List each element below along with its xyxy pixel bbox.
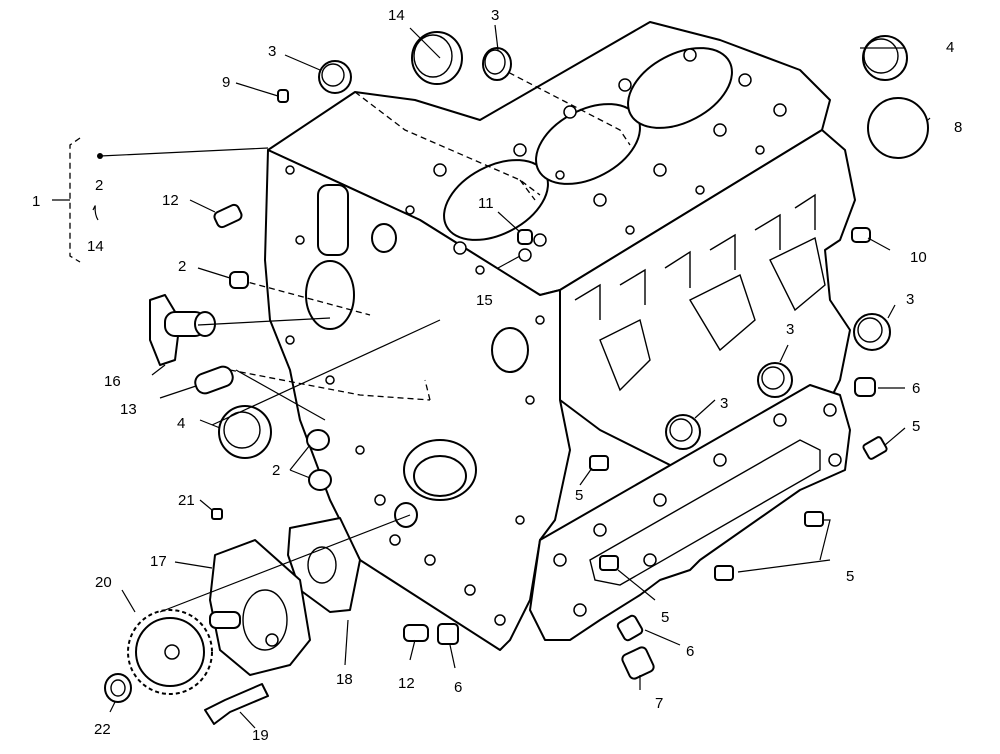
nozzle-16: [149, 294, 216, 366]
label-5-center: 5: [575, 487, 583, 504]
plug-2-upper: [229, 271, 249, 289]
label-10: 10: [910, 249, 927, 266]
label-6-lower: 6: [686, 643, 694, 660]
label-1: 1: [32, 193, 40, 210]
plug-3-top-left: [318, 60, 352, 94]
label-3-top-center: 3: [491, 7, 499, 24]
label-9: 9: [222, 74, 230, 91]
leader-lines: [52, 24, 931, 729]
label-22: 22: [94, 721, 111, 738]
label-15: 15: [476, 292, 493, 309]
part-labels: 1 2 14 14 3 3 4 8 9 12 11 15 2 10 3 3 3 …: [32, 7, 962, 744]
label-3-top-left: 3: [268, 43, 276, 60]
label-16: 16: [104, 373, 121, 390]
label-3-right-c: 3: [720, 395, 728, 412]
label-5-right: 5: [912, 418, 920, 435]
bolt-19: [204, 683, 269, 725]
label-2-lower: 2: [272, 462, 280, 479]
label-13: 13: [120, 401, 137, 418]
nut-22: [104, 673, 132, 703]
label-11: 11: [478, 195, 494, 212]
cylinder-block: [264, 21, 856, 651]
oil-pump-17: [209, 539, 311, 676]
pin-11: [517, 229, 533, 262]
plugs-3-right: [665, 313, 891, 450]
label-5-lower: 5: [661, 609, 669, 626]
pin-13: [194, 365, 234, 395]
label-18: 18: [336, 671, 353, 688]
label-2-group: 2: [95, 177, 103, 194]
plug-7: [621, 646, 655, 680]
label-4-top-right: 4: [946, 39, 954, 56]
gear-20: [127, 609, 213, 695]
label-14-group: 14: [87, 238, 104, 255]
pin-9: [277, 89, 289, 103]
label-19: 19: [252, 727, 269, 744]
label-17: 17: [150, 553, 167, 570]
label-12-lower: 12: [398, 675, 415, 692]
seal-4-front: [218, 405, 272, 459]
label-5-lower-right: 5: [846, 568, 854, 585]
label-12-upper: 12: [162, 192, 179, 209]
dowel-12-lower: [403, 624, 429, 642]
label-4-front: 4: [177, 415, 185, 432]
plug-14-top: [411, 31, 463, 85]
label-3-right-b: 3: [786, 321, 794, 338]
assembly-lines: [229, 67, 631, 401]
seal-ring: [394, 502, 418, 528]
plug-4-top-right: [862, 35, 908, 81]
deck-holes: [405, 48, 787, 275]
label-3-right-a: 3: [906, 291, 914, 308]
plug-3-top-center: [482, 47, 512, 81]
label-20: 20: [95, 574, 112, 591]
label-14-top: 14: [388, 7, 405, 24]
plugs-2-lower: [306, 429, 332, 491]
dowel-12-upper: [213, 203, 243, 229]
bolts-5: [589, 436, 888, 581]
plugs-6-right: [437, 377, 876, 645]
label-6-bottom: 6: [454, 679, 462, 696]
label-2-upper: 2: [178, 258, 186, 275]
pin-10: [851, 227, 871, 243]
label-7: 7: [655, 695, 663, 712]
label-6-right: 6: [912, 380, 920, 397]
gasket-8: [867, 97, 929, 159]
label-8: 8: [954, 119, 962, 136]
key-21: [211, 508, 223, 520]
label-21: 21: [178, 492, 195, 509]
